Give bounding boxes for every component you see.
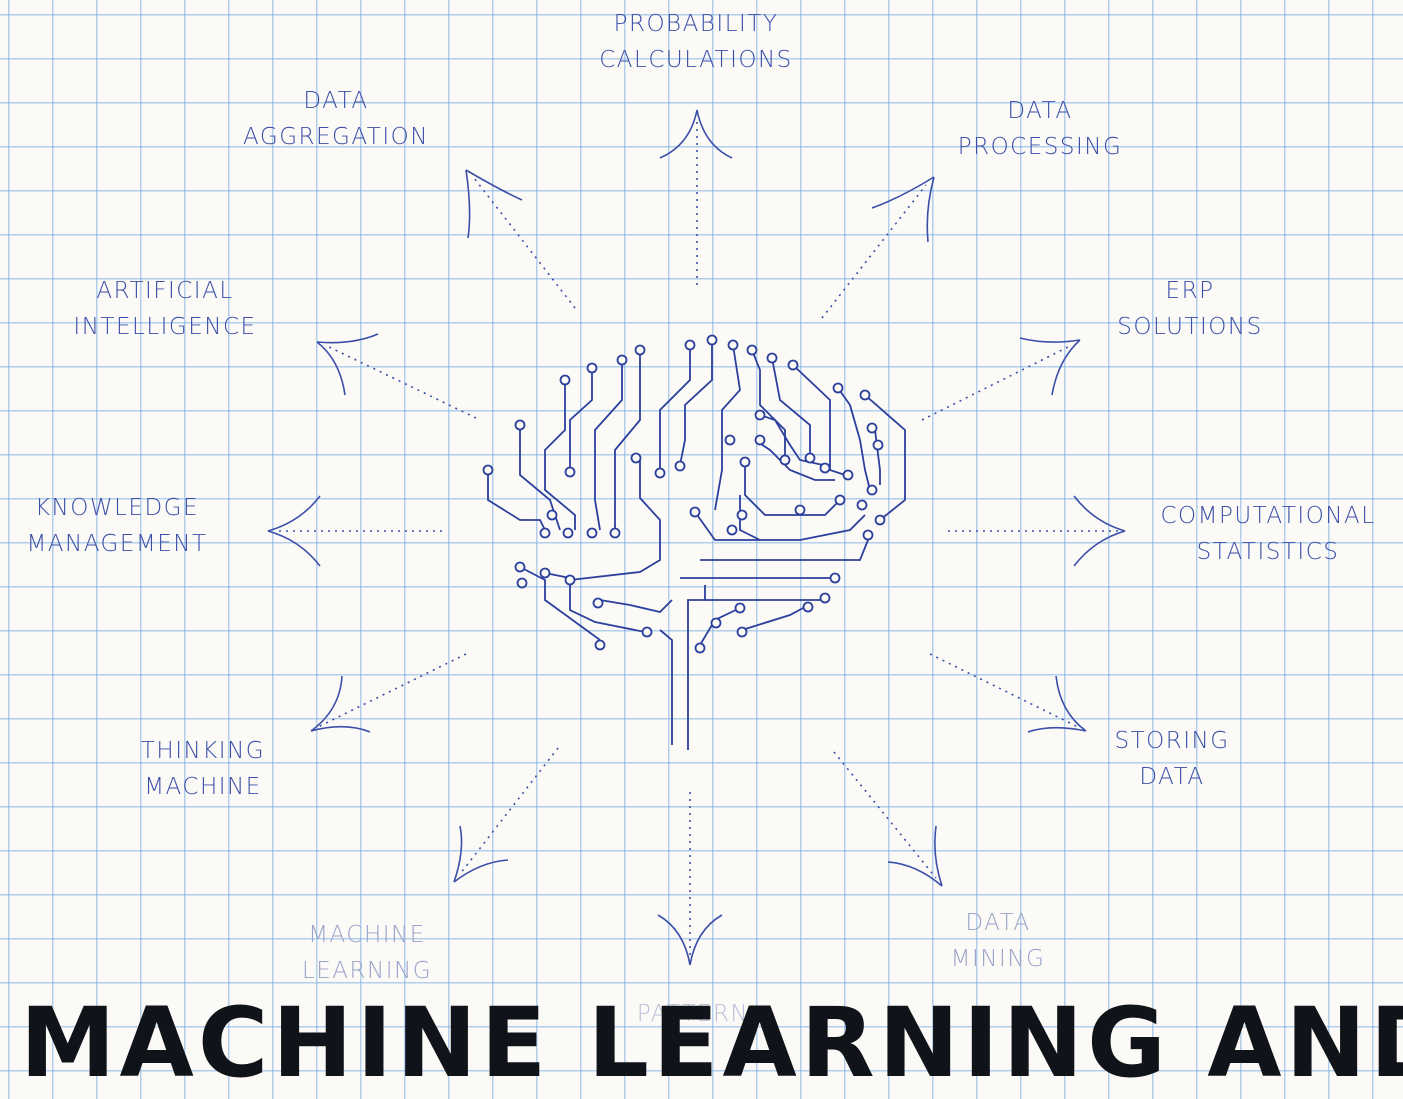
arrow-left-upper (317, 334, 476, 418)
arrow-right-upper (922, 338, 1080, 420)
arrow-upper-left (466, 170, 575, 308)
arrow-lower-left (454, 748, 558, 882)
arrow-down (658, 792, 722, 965)
arrow-left (268, 496, 442, 566)
arrow-lower-right (834, 752, 942, 886)
headline-text: MACHINE LEARNING AND (20, 995, 1403, 1091)
arrow-right (948, 496, 1125, 566)
arrow-left-lower (311, 654, 466, 732)
arrow-up (660, 110, 732, 285)
arrow-upper-right (822, 177, 934, 318)
arrows (268, 110, 1125, 965)
circuit-brain-icon (484, 336, 906, 751)
arrow-right-lower (930, 654, 1086, 732)
